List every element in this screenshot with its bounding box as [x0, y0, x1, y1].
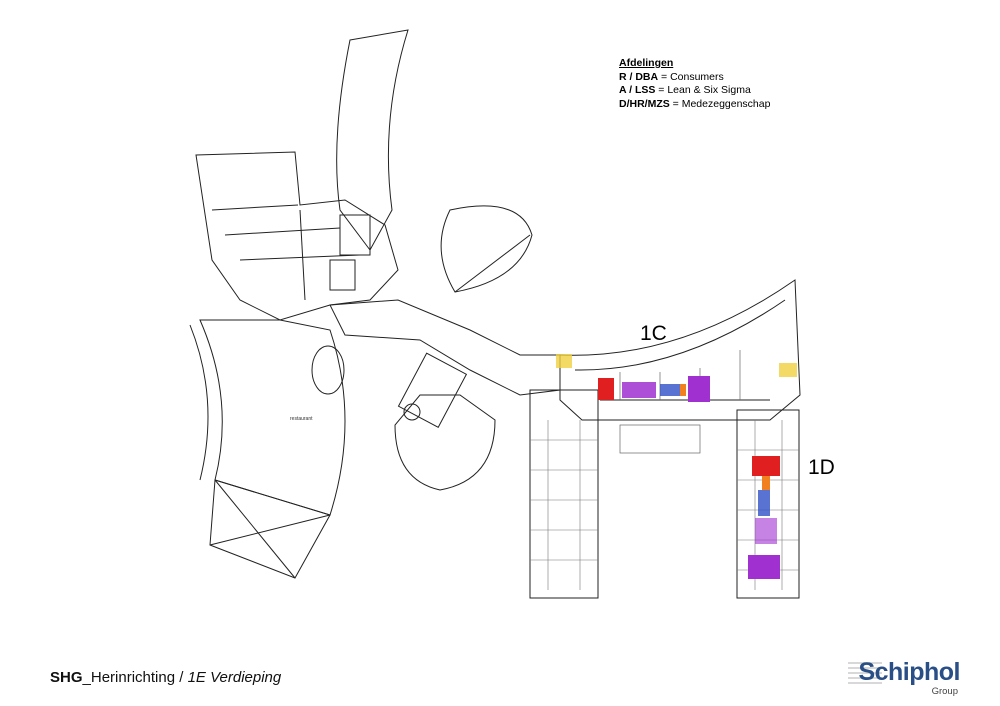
- building-west-hall: [199, 319, 346, 516]
- legend-title: Afdelingen: [619, 57, 674, 69]
- zone-hr-1c-blue: [660, 384, 682, 396]
- atrium-oval: [311, 345, 345, 395]
- highlight-stair-2: [779, 363, 797, 377]
- zone-consumers-1d: [752, 456, 780, 476]
- building-west-block: [195, 151, 399, 321]
- zone-orange-1c: [680, 384, 686, 396]
- logo-brand: Schiphol: [858, 658, 960, 686]
- legend-item: D/HR/MZS = Medezeggenschap: [619, 97, 771, 110]
- footer-subtitle: _Herinrichting /: [82, 669, 188, 686]
- zone-lss-1c: [622, 382, 656, 398]
- room-label-restaurant: restaurant: [290, 416, 313, 422]
- building-north-wing: [336, 29, 409, 251]
- building-wing-1d: [736, 409, 800, 599]
- zone-lss-1d: [755, 518, 777, 544]
- building-entrance-pavilion: [209, 479, 331, 579]
- legend-item: R / DBA = Consumers: [619, 70, 724, 83]
- footer-floor: 1E Verdieping: [187, 669, 282, 686]
- footer-project: SHG: [50, 669, 83, 686]
- building-half-round-north: [440, 205, 533, 293]
- building-half-round-south: [394, 394, 496, 491]
- zone-consumers-1c: [598, 378, 614, 400]
- building-wing-1c: [559, 279, 801, 421]
- footer-title: SHG_Herinrichting / 1E Verdieping: [50, 669, 281, 686]
- spiral-stair: [403, 403, 421, 421]
- logo-stripes-icon: [848, 662, 882, 684]
- schiphol-logo: Schiphol Group: [846, 650, 966, 700]
- zone-orange-1d: [762, 476, 770, 490]
- wing-label-1c: 1C: [640, 322, 667, 345]
- logo-sub: Group: [931, 686, 958, 697]
- zone-hr-1d-blue: [758, 490, 770, 516]
- central-corridor: [329, 299, 561, 396]
- legend-item: A / LSS = Lean & Six Sigma: [619, 84, 751, 96]
- building-wing-left: [529, 389, 599, 599]
- zone-mzs-1d: [748, 555, 780, 579]
- legend: Afdelingen R / DBA = Consumers A / LSS =…: [619, 57, 770, 111]
- zone-mzs-1c: [688, 376, 710, 402]
- highlight-stair-1: [556, 354, 572, 368]
- wing-label-1d: 1D: [808, 456, 835, 479]
